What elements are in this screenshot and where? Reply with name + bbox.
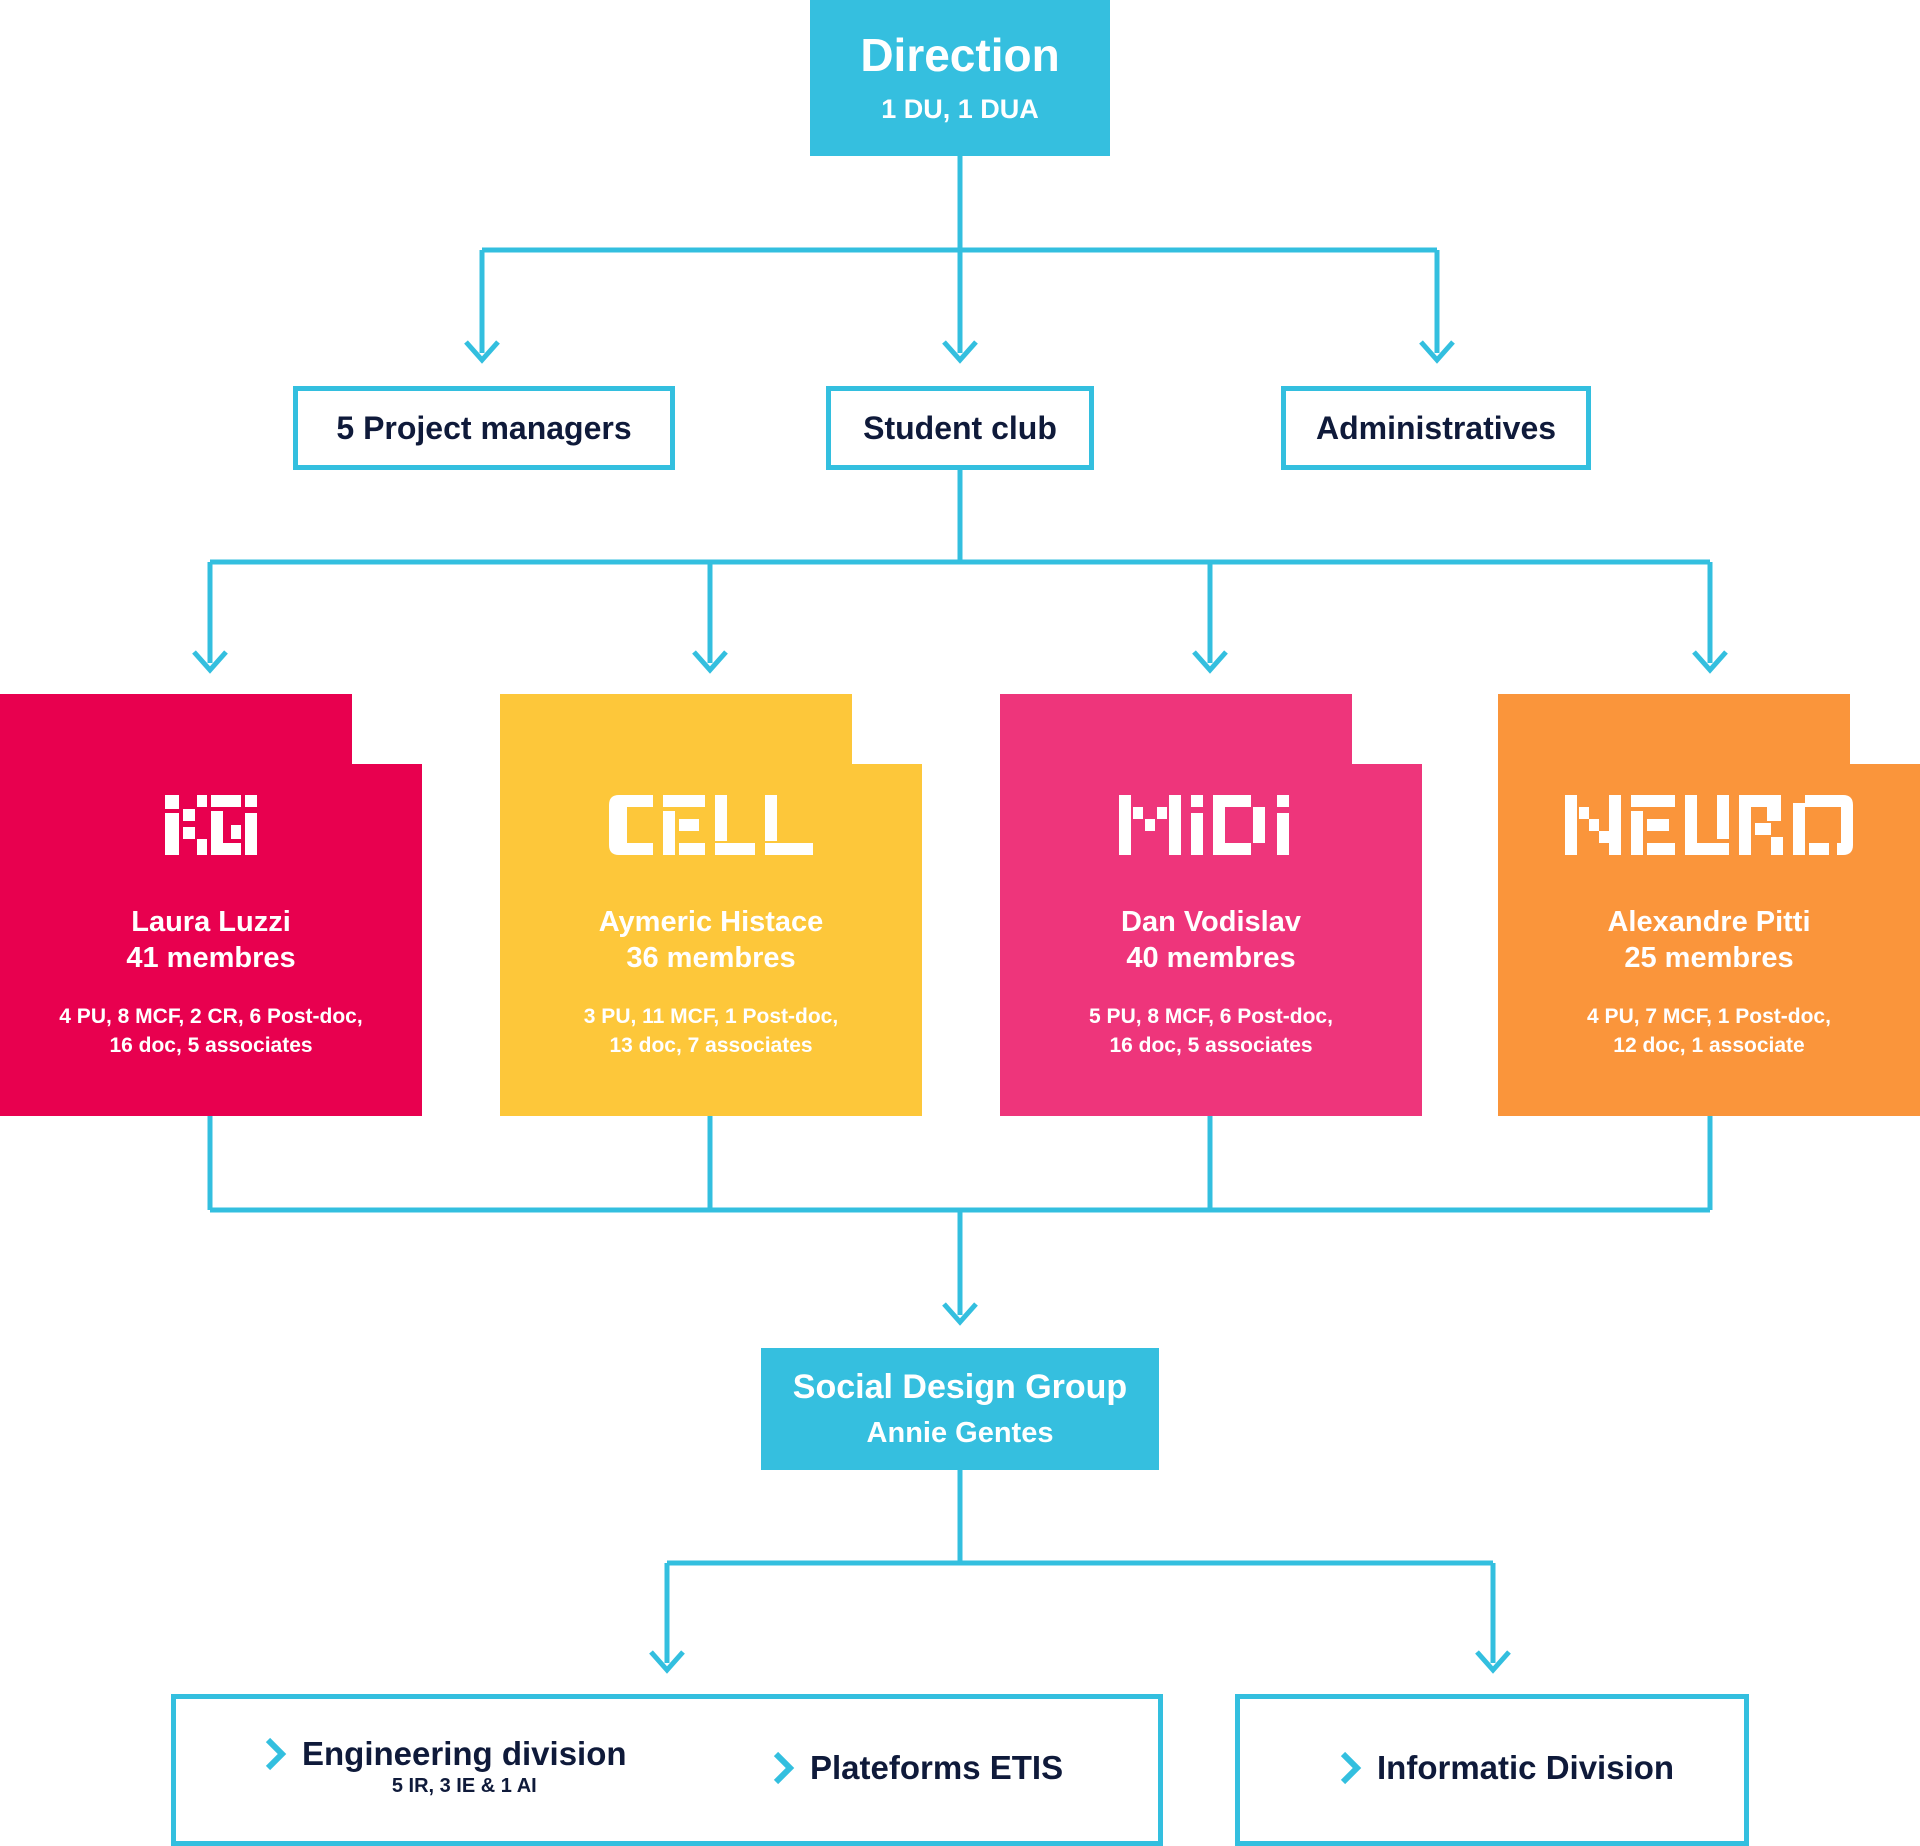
informatic-division-box xyxy=(1235,1694,1749,1846)
administratives-box: Administratives xyxy=(1281,386,1591,470)
administratives-label: Administratives xyxy=(1315,409,1557,446)
team-neuro-leader: Alexandre Pitti xyxy=(1607,906,1811,938)
team-cell-details-2: 13 doc, 7 associates xyxy=(609,1034,813,1057)
team-cell-shape xyxy=(500,694,922,1116)
team-midi-details-2: 16 doc, 5 associates xyxy=(1109,1034,1313,1057)
engineering-division-item: Engineering division 5 IR, 3 IE & 1 AI xyxy=(262,1734,627,1798)
team-neuro-card: Alexandre Pitti 25 membres 4 PU, 7 MCF, … xyxy=(1498,694,1920,1116)
project-managers-label: 5 Project managers xyxy=(336,409,632,446)
team-midi-leader: Dan Vodislav xyxy=(1121,906,1301,938)
team-kgi-details-1: 4 PU, 8 MCF, 2 CR, 6 Post-doc, xyxy=(59,1005,363,1028)
chevron-right-icon xyxy=(1340,1751,1362,1785)
team-neuro-members: 25 membres xyxy=(1624,942,1794,974)
social-design-group-box: Social Design Group Annie Gentes xyxy=(761,1348,1159,1470)
informatic-division-item: Informatic Division xyxy=(1337,1748,1674,1788)
social-group-title: Social Design Group xyxy=(792,1368,1128,1406)
team-kgi-leader: Laura Luzzi xyxy=(131,906,291,938)
cell-logo xyxy=(500,789,922,864)
team-midi-card: Dan Vodislav 40 membres 5 PU, 8 MCF, 6 P… xyxy=(1000,694,1422,1116)
team-neuro-details-1: 4 PU, 7 MCF, 1 Post-doc, xyxy=(1587,1005,1831,1028)
midi-logo xyxy=(1000,789,1422,864)
engineering-division-label: Engineering division xyxy=(302,1735,627,1772)
direction-subtitle: 1 DU, 1 DUA xyxy=(881,94,1039,124)
engineering-plateforms-box xyxy=(171,1694,1163,1846)
direction-title: Direction xyxy=(860,29,1060,81)
student-club-box: Student club xyxy=(826,386,1094,470)
plateforms-etis-item: Plateforms ETIS xyxy=(770,1748,1063,1788)
team-cell-card: Aymeric Histace 36 membres 3 PU, 11 MCF,… xyxy=(500,694,922,1116)
team-kgi-details-2: 16 doc, 5 associates xyxy=(109,1034,313,1057)
team-midi-shape xyxy=(1000,694,1422,1116)
plateforms-etis-label: Plateforms ETIS xyxy=(810,1749,1064,1786)
team-cell-members: 36 membres xyxy=(626,942,796,974)
student-club-label: Student club xyxy=(863,409,1057,446)
informatic-division-label: Informatic Division xyxy=(1377,1749,1675,1786)
team-kgi-members: 41 membres xyxy=(126,942,296,974)
chevron-right-icon xyxy=(773,1751,795,1785)
project-managers-box: 5 Project managers xyxy=(293,386,675,470)
team-cell-details-1: 3 PU, 11 MCF, 1 Post-doc, xyxy=(583,1005,839,1028)
social-group-subtitle: Annie Gentes xyxy=(866,1417,1054,1449)
team-neuro-details-2: 12 doc, 1 associate xyxy=(1613,1034,1805,1057)
engineering-division-note: 5 IR, 3 IE & 1 AI xyxy=(391,1775,537,1797)
team-kgi-shape xyxy=(0,694,422,1116)
chevron-right-icon xyxy=(265,1737,287,1771)
kgi-logo xyxy=(0,789,422,864)
team-cell-leader: Aymeric Histace xyxy=(598,906,824,938)
team-midi-details-1: 5 PU, 8 MCF, 6 Post-doc, xyxy=(1089,1005,1333,1028)
direction-box: Direction 1 DU, 1 DUA xyxy=(810,0,1110,156)
neuro-logo xyxy=(1498,789,1920,864)
team-midi-members: 40 membres xyxy=(1126,942,1296,974)
team-kgi-card: Laura Luzzi 41 membres 4 PU, 8 MCF, 2 CR… xyxy=(0,694,422,1116)
